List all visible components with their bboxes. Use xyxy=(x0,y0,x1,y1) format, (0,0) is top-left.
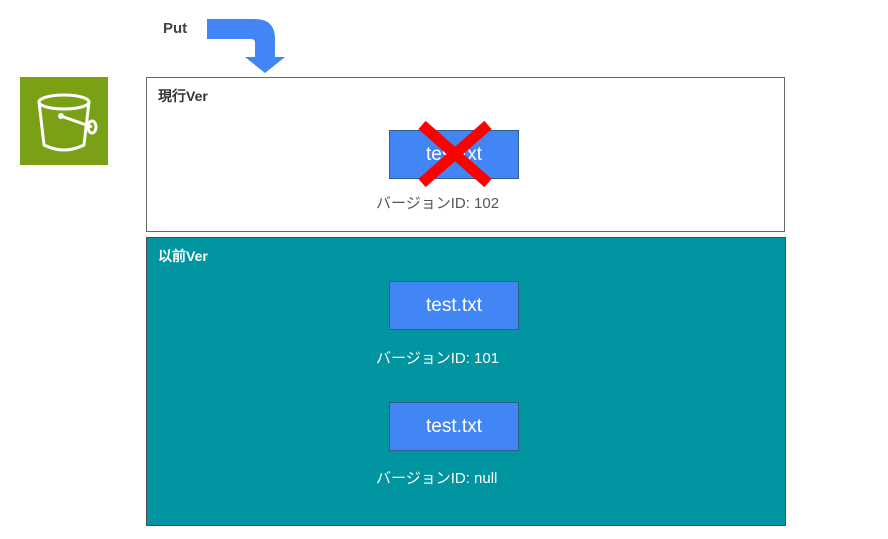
previous-file-2: test.txt xyxy=(389,402,519,451)
previous-file-1: test.txt xyxy=(389,281,519,330)
previous-versions-title: 以前Ver xyxy=(158,248,208,264)
previous-file-2-name: test.txt xyxy=(426,415,482,437)
put-arrow-icon xyxy=(207,19,285,73)
delete-cross-icon xyxy=(418,120,492,188)
previous-file-1-version-id: バージョンID: 101 xyxy=(376,350,500,367)
s3-bucket-icon xyxy=(20,77,108,165)
current-version-id: バージョンID: 102 xyxy=(376,195,500,212)
current-version-title: 現行Ver xyxy=(158,88,208,104)
previous-file-2-version-id: バージョンID: null xyxy=(376,470,498,487)
previous-file-1-name: test.txt xyxy=(426,294,482,316)
put-label: Put xyxy=(163,20,188,37)
